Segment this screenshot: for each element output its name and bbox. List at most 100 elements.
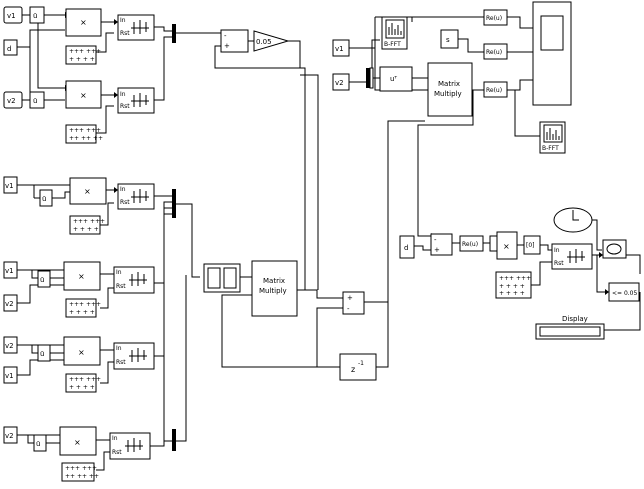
svg-text:+++ +++: +++ +++	[65, 465, 97, 472]
product-block-mid-1[interactable]: ×	[69, 177, 107, 205]
matrix-multiply-line2: Multiply	[259, 287, 287, 295]
inport-v1-mid[interactable]: v1	[3, 176, 18, 194]
integrator-rst-label: Rst	[120, 30, 130, 37]
re-block-2[interactable]: Re(u)	[483, 43, 508, 60]
sum-minus: -	[224, 32, 227, 40]
integrator-rst-label: Rst	[112, 449, 122, 456]
re-label: Re(u)	[486, 15, 502, 22]
display-block[interactable]	[535, 323, 605, 340]
integrator-block-top-1[interactable]: In Rst	[117, 14, 155, 41]
inport-v1-right[interactable]: v1	[332, 39, 350, 57]
conjugate-block-top[interactable]: ū	[29, 6, 45, 24]
conjugate-block-top-2[interactable]: ū	[29, 91, 45, 109]
reset-pulse-block-mid-3[interactable]: +++ +++ + + + +	[65, 373, 101, 393]
conjugate-label: ū	[40, 276, 44, 284]
clock-block[interactable]	[553, 207, 593, 233]
conjugate-block-mid-2[interactable]: ū	[37, 270, 51, 288]
gain-value: 0.05	[256, 38, 272, 46]
conjugate-label: ū	[36, 440, 40, 448]
constant-zero-block[interactable]: [0]	[523, 235, 541, 255]
integrator-rst-label: Rst	[120, 103, 130, 110]
mux-top[interactable]	[172, 24, 176, 43]
reset-pulse-block-right[interactable]: +++ +++ + + + + + + + +	[495, 271, 532, 299]
inport-v1-mid3[interactable]: v1	[3, 366, 18, 384]
integrator-block-mid-3[interactable]: In Rst	[113, 342, 155, 370]
re-block-1[interactable]: Re(u)	[483, 9, 508, 26]
conjugate-block-bottom[interactable]: ū	[33, 434, 47, 452]
svg-text:+++ +++: +++ +++	[69, 48, 101, 55]
reset-pulse-block-mid-1[interactable]: +++ +++ + + + +	[69, 215, 105, 235]
svg-text:+++ +++: +++ +++	[73, 218, 105, 225]
inport-s[interactable]: s	[440, 29, 459, 49]
transpose-block[interactable]: uᵀ	[379, 66, 413, 92]
integrator-block-mid-1[interactable]: In Rst	[117, 183, 155, 210]
re-block-3[interactable]: Re(u)	[483, 81, 508, 98]
mux-right[interactable]	[366, 67, 374, 89]
sum-plus: +	[347, 294, 353, 302]
reset-pulse-block-mid-2[interactable]: +++ +++ + + + +	[65, 298, 101, 318]
integrator-icon	[129, 348, 147, 362]
integrator-block-top-2[interactable]: In Rst	[117, 87, 155, 114]
inport-v1-mid3-label: v1	[5, 372, 14, 380]
scope-block-large[interactable]	[532, 1, 572, 106]
matrix-multiply-line1: Matrix	[438, 80, 460, 88]
integrator-block-mid-2[interactable]: In Rst	[113, 266, 155, 294]
conjugate-block-mid-3[interactable]: ū	[37, 344, 51, 362]
integrator-in-label: In	[116, 269, 122, 276]
sum-plus: +	[224, 42, 230, 50]
mux-bottom[interactable]	[172, 429, 176, 451]
bfft-label: B-FFT	[384, 41, 401, 48]
inport-v2-mid2[interactable]: v2	[3, 294, 18, 312]
inport-v1-top[interactable]: v1	[3, 6, 23, 24]
reshape-block[interactable]	[203, 263, 241, 293]
scope-block-small[interactable]	[602, 239, 627, 259]
product-block-right[interactable]: ×	[496, 231, 518, 260]
inport-d-right[interactable]: d	[399, 235, 415, 259]
inport-d-top[interactable]: d	[3, 39, 18, 56]
integrator-block-right[interactable]: In Rst	[551, 243, 593, 270]
re-block-4[interactable]: Re(u)	[459, 235, 484, 252]
conjugate-label: ū	[40, 350, 44, 358]
svg-text:+++ +++: +++ +++	[499, 275, 531, 282]
gain-block[interactable]: 0.05	[253, 30, 290, 52]
integrator-in-label: In	[120, 17, 126, 24]
product-block-mid-2[interactable]: ×	[63, 261, 101, 291]
matrix-multiply-right[interactable]: Matrix Multiply	[427, 62, 473, 117]
product-block-top-1[interactable]: ×	[65, 8, 102, 37]
inport-v2-top-label: v2	[7, 97, 16, 105]
inport-v1-mid2[interactable]: v1	[3, 261, 18, 279]
integrator-icon	[131, 93, 149, 107]
inport-v2-bottom[interactable]: v2	[3, 426, 18, 444]
bfft-scope-right[interactable]: B-FFT	[539, 121, 566, 154]
product-block-top-2[interactable]: ×	[65, 80, 102, 109]
conjugate-label: ū	[42, 195, 46, 203]
integrator-icon	[567, 249, 585, 263]
product-block-mid-3[interactable]: ×	[63, 336, 101, 366]
product-block-bottom[interactable]: ×	[59, 426, 97, 456]
display-title: Display	[562, 315, 588, 323]
mux-mid[interactable]	[172, 189, 176, 218]
sum-block-right[interactable]: - +	[430, 233, 453, 256]
inport-v2-right[interactable]: v2	[332, 73, 350, 91]
bfft-scope-top[interactable]: B-FFT	[381, 16, 408, 50]
compare-block[interactable]: <= 0.05	[608, 282, 640, 302]
inport-v1-mid2-label: v1	[5, 267, 14, 275]
reset-pulse-block-top-1[interactable]: +++ +++ + + + +	[65, 45, 101, 65]
product-label: ×	[78, 272, 85, 281]
reset-pulse-block-bottom[interactable]: +++ +++ ++ ++ ++	[61, 462, 99, 482]
unit-delay-block[interactable]: z -1	[339, 353, 377, 381]
matrix-multiply-center[interactable]: Matrix Multiply	[251, 260, 298, 317]
reset-pulse-block-top-2[interactable]: +++ +++ ++ ++ ++	[65, 124, 103, 144]
inport-v2-top[interactable]: v2	[3, 91, 23, 109]
integrator-block-bottom[interactable]: In Rst	[109, 432, 151, 460]
bfft-icon	[388, 23, 402, 35]
sum-block-center[interactable]: + -	[342, 291, 365, 315]
conjugate-block-mid-1[interactable]: ū	[39, 189, 53, 207]
inport-v2-mid2-label: v2	[5, 300, 14, 308]
inport-v2-mid3[interactable]: v2	[3, 336, 18, 354]
bfft-icon	[546, 128, 560, 140]
sum-block-top[interactable]: - +	[220, 29, 249, 53]
product-label: ×	[84, 187, 91, 196]
inport-v2-mid3-label: v2	[5, 342, 14, 350]
